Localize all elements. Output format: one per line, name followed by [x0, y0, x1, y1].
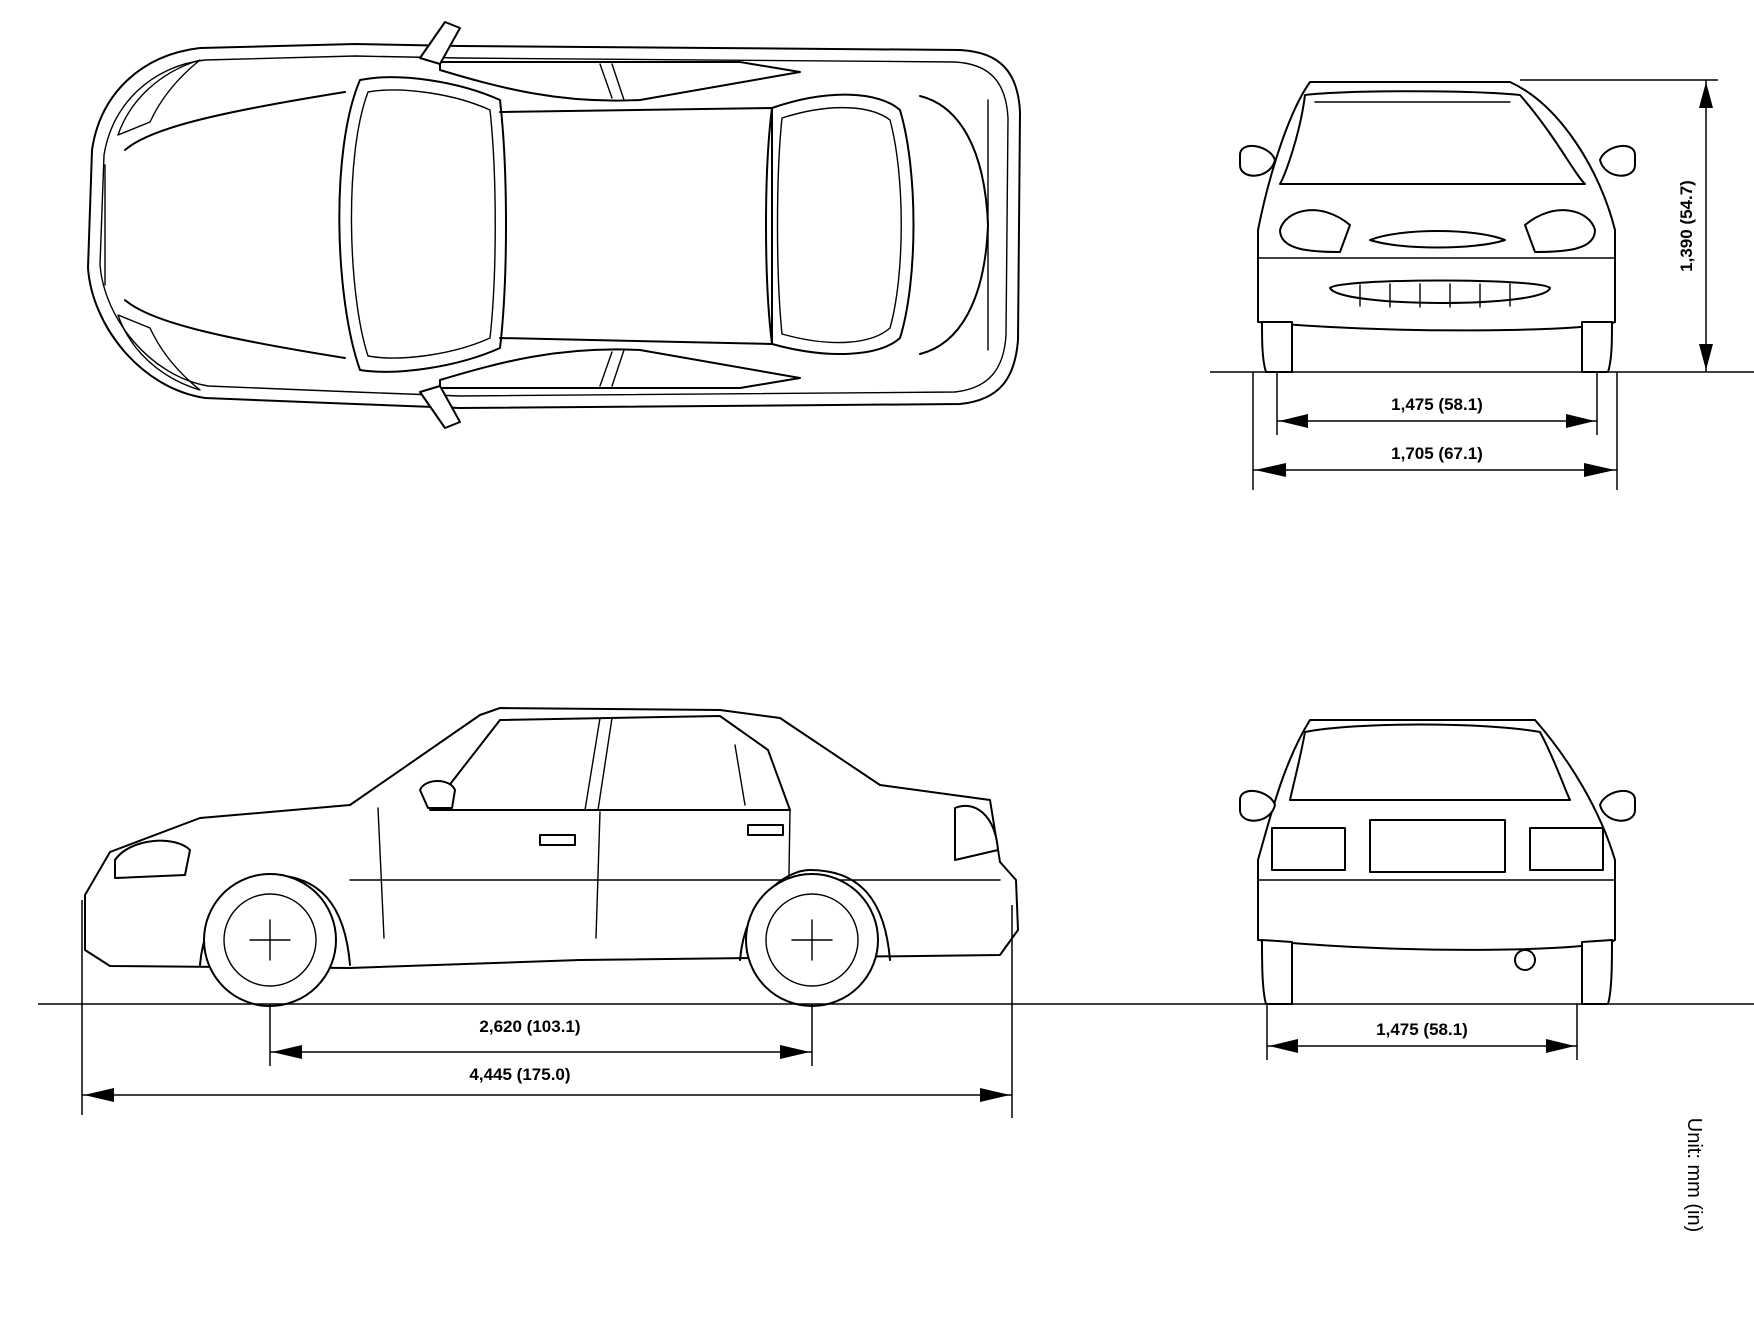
dimension-overall-width: 1,705 (67.1): [1252, 372, 1618, 490]
unit-note: Unit: mm (in): [1683, 1118, 1705, 1232]
car-rear-view: [1239, 719, 1636, 1005]
ground-lines: [38, 371, 1754, 1005]
car-side-view: [84, 707, 1019, 1007]
wheelbase-dimension-label: 2,620 (103.1): [479, 1017, 580, 1036]
dimension-wheelbase: 2,620 (103.1): [269, 1004, 813, 1066]
dimension-front-tread: 1,475 (58.1): [1276, 372, 1598, 435]
overall-width-dimension-label: 1,705 (67.1): [1391, 444, 1483, 463]
dimension-height: 1,390 (54.7): [1520, 79, 1718, 372]
car-top-view: [87, 21, 1021, 429]
overall-length-dimension-label: 4,445 (175.0): [469, 1065, 570, 1084]
dimension-rear-tread: 1,475 (58.1): [1266, 1004, 1578, 1060]
rear-tread-dimension-label: 1,475 (58.1): [1376, 1020, 1468, 1039]
front-tread-dimension-label: 1,475 (58.1): [1391, 395, 1483, 414]
car-front-view: [1239, 81, 1636, 373]
dimension-overall-length: 4,445 (175.0): [81, 900, 1013, 1118]
height-dimension-label: 1,390 (54.7): [1677, 180, 1696, 272]
